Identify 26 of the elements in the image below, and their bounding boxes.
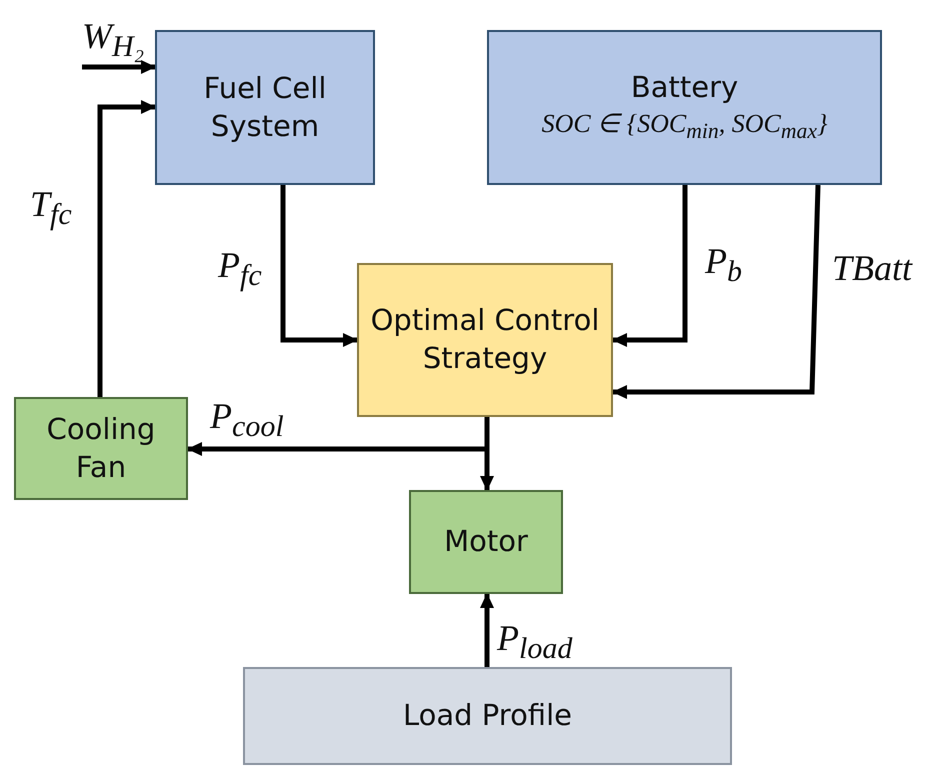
arrow xyxy=(612,184,820,399)
load-profile-box xyxy=(243,667,732,765)
edge-label: TBatt xyxy=(832,250,912,286)
box-title: Load Profile xyxy=(403,697,572,734)
edge-label: P$_{cool}$ xyxy=(210,398,284,442)
box-title: Fuel Cell System xyxy=(202,70,328,144)
motor-box xyxy=(409,490,563,594)
arrow xyxy=(480,593,494,667)
arrow xyxy=(280,185,358,347)
edge-label: P$_{load}$ xyxy=(497,620,572,664)
battery-box xyxy=(487,30,882,185)
box-title: Battery xyxy=(630,69,738,106)
edge-label: P$_{b}$ xyxy=(705,243,742,288)
edge-label: T$_{fc}$ xyxy=(30,186,72,230)
cooling-fan-box xyxy=(14,397,188,500)
edge-label: W$_{H₂}$ xyxy=(82,18,144,62)
arrow xyxy=(82,60,156,74)
arrow xyxy=(612,185,688,347)
box-title: Cooling Fan xyxy=(46,410,156,486)
fuel-cell-box xyxy=(155,30,375,185)
arrow xyxy=(98,100,156,397)
box-title: Motor xyxy=(444,523,528,560)
state-formula: SOC ∈ {SOC$_{min}$, SOC$_{max}$} xyxy=(542,108,828,146)
edge-label: P$_{fc}$ xyxy=(218,247,262,292)
control-strategy-box xyxy=(357,263,613,417)
box-title: Optimal Control Strategy xyxy=(370,302,600,377)
